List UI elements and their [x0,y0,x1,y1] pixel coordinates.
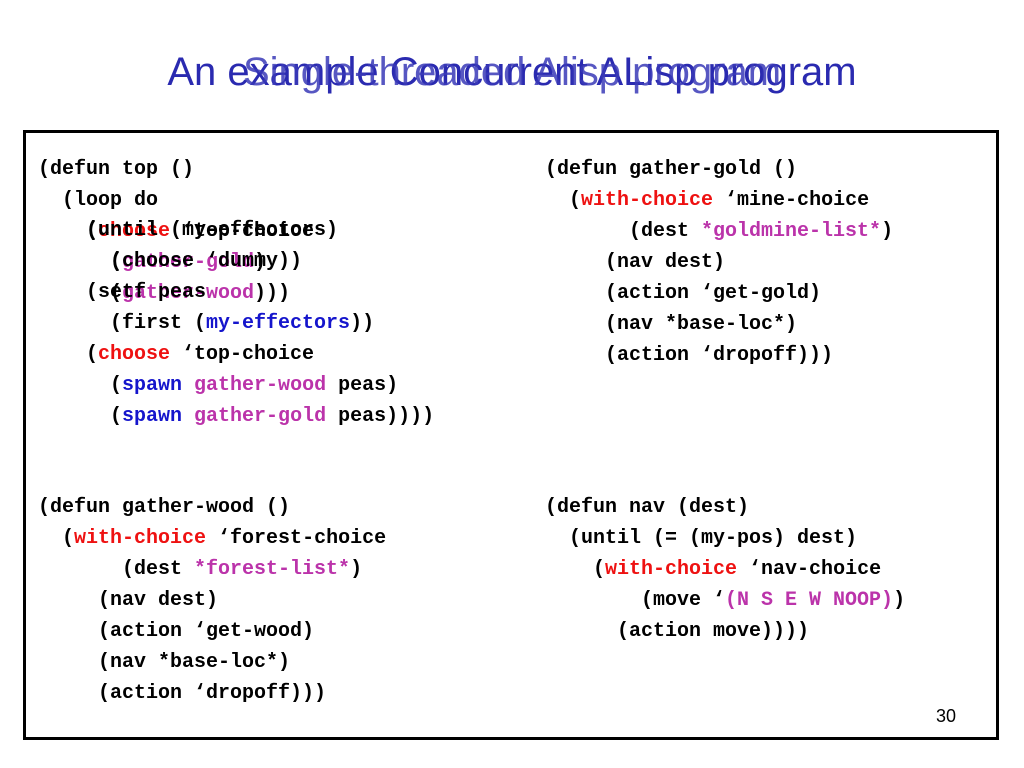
code-text: ( [38,405,123,428]
code-line: (choose ‘top-choice [38,343,314,367]
code-text: (until (my-effectors [38,219,327,242]
code-keyword: gather-gold [122,251,255,274]
code-line: (with-choice ‘mine-choice [545,189,869,213]
code-text: (defun top () [38,158,195,181]
code-line: (with-choice ‘nav-choice [545,558,881,582]
code-text: (defun gather-gold () [545,158,798,181]
code-text: ) [881,220,894,243]
code-text: (move ‘ [545,589,726,612]
code-text: ‘top-choice [170,343,315,366]
code-line: (action move)))) [545,620,809,644]
code-line: (nav dest) [545,251,725,275]
code-text: (defun nav (dest) [545,496,750,519]
code-line: (until (my-effectors) [38,219,338,243]
code-text: (until (= (my-pos) dest) [545,527,858,550]
code-line: (nav *base-loc*) [38,651,290,675]
code-line: (action ‘get-gold) [545,282,821,306]
code-keyword: with-choice [74,527,207,550]
code-keyword: choose [98,343,171,366]
code-keyword: spawn [122,374,183,397]
code-line: (until (= (my-pos) dest) [545,527,857,551]
code-line: (first (my-effectors)) [38,312,374,336]
code-keyword: spawn [122,405,183,428]
slide-title-single-threaded: Single-threaded Alisp program [242,50,782,94]
code-text: ( [38,220,99,243]
code-line: (defun nav (dest) [545,496,749,520]
code-text: (nav dest) [545,251,726,274]
code-text: ‘forest-choice [206,527,387,550]
code-line: (gather-gold) [38,251,266,275]
code-text: )) [350,312,375,335]
code-keyword: with-choice [605,558,738,581]
code-text: (first ( [38,312,207,335]
code-line: (spawn gather-gold peas)))) [38,405,434,429]
code-text: ( [38,527,75,550]
code-text: ‘mine-choice [713,189,870,212]
code-text: peas)))) [326,405,435,428]
code-line: (with-choice ‘forest-choice [38,527,386,551]
code-line: (choose ‘top-choice [38,220,314,244]
code-keyword: *goldmine-list* [701,220,882,243]
code-text: ))) [254,282,291,305]
code-line: (nav dest) [38,589,218,613]
code-line: (move ‘(N S E W NOOP)) [545,589,905,613]
slide-title-concurrent: An example Concurrent ALisp program [167,50,857,94]
code-line: (action ‘dropoff))) [545,344,833,368]
code-text: (setf peas [38,281,207,304]
code-text: (dest [38,558,195,581]
code-text: (defun gather-wood () [38,496,291,519]
page-number: 30 [936,706,957,726]
code-text: (nav *base-loc*) [38,651,291,674]
code-line: (dest *goldmine-list*) [545,220,893,244]
code-line: (action ‘dropoff))) [38,682,326,706]
code-keyword: *forest-list* [194,558,351,581]
code-text: (loop do [38,189,159,212]
code-text [182,374,194,397]
code-text: (action move)))) [545,620,810,643]
code-line: (loop do [38,189,158,213]
code-text: (choose ‘dummy)) [38,250,303,273]
code-text: ‘nav-choice [737,558,882,581]
code-line: (action ‘get-wood) [38,620,314,644]
code-line: (defun gather-gold () [545,158,797,182]
code-line: (defun gather-wood () [38,496,290,520]
code-text: ) [350,558,363,581]
code-text: ( [38,343,99,366]
code-text: ( [38,282,123,305]
code-text: (nav *base-loc*) [545,313,798,336]
code-line: (defun top () [38,158,194,182]
code-text: (action ‘dropoff))) [545,344,834,367]
code-keyword: gather-wood [194,374,327,397]
code-keyword: gather-wood [122,282,255,305]
code-text [182,405,194,428]
code-line: (gather-wood))) [38,282,290,306]
code-text: ) [326,219,339,242]
code-text: (nav dest) [38,589,219,612]
code-line: (spawn gather-wood peas) [38,374,398,398]
code-line: (setf peas [38,281,206,305]
slide-title: An example Concurrent ALisp program Sing… [0,42,1024,102]
code-text: ) [254,251,267,274]
code-text: ( [545,558,606,581]
code-text: (action ‘get-wood) [38,620,315,643]
code-text: (dest [545,220,702,243]
code-text: (action ‘get-gold) [545,282,822,305]
code-text: ( [545,189,582,212]
code-line: (dest *forest-list*) [38,558,362,582]
code-line: (nav *base-loc*) [545,313,797,337]
code-text: ) [893,589,906,612]
code-keyword: (N S E W NOOP) [725,589,894,612]
code-text: ( [38,374,123,397]
code-line: (choose ‘dummy)) [38,250,302,274]
code-keyword: with-choice [581,189,714,212]
code-text: ( [38,251,123,274]
code-keyword: gather-gold [194,405,327,428]
code-panel: (defun top () (loop do (choose ‘top-choi… [23,130,999,740]
code-text: ‘top-choice [170,220,315,243]
code-keyword: my-effectors [206,312,351,335]
code-text: peas) [326,374,399,397]
code-text: (action ‘dropoff))) [38,682,327,705]
code-keyword: choose [98,220,171,243]
